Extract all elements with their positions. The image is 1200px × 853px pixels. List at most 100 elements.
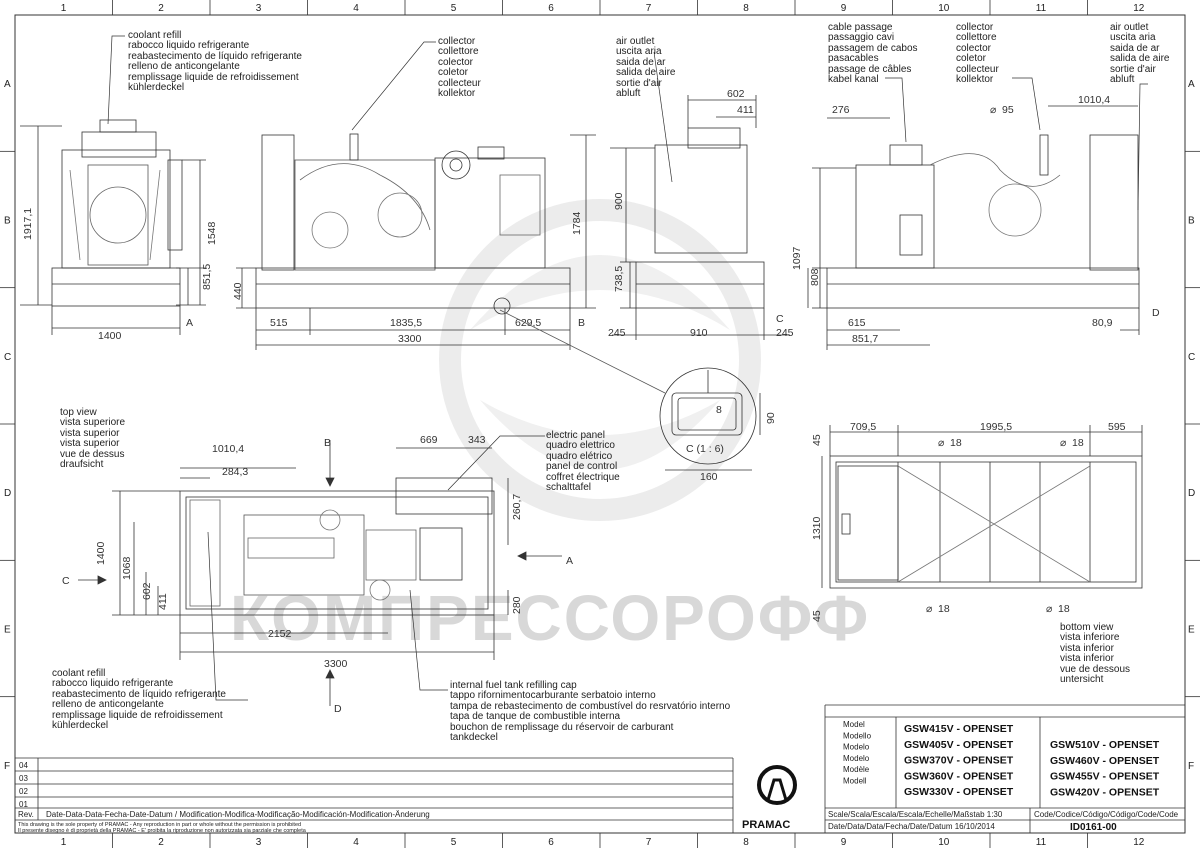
label-line: uscita aria xyxy=(1110,32,1156,44)
grid-row-left: C xyxy=(4,352,11,363)
dim-bottom-1995: 1995,5 xyxy=(980,421,1012,433)
pramac-logo xyxy=(757,765,797,805)
code-label: Code/Codice/Código/Código/Code/Code xyxy=(1034,810,1179,819)
label-line: passaggio cavi xyxy=(828,32,895,44)
grid-col-top: 11 xyxy=(1036,3,1047,14)
grid-row-right: A xyxy=(1188,79,1195,90)
label-line: quadro elétrico xyxy=(546,450,613,462)
dim-side-3300: 3300 xyxy=(398,333,422,345)
label-line: kollektor xyxy=(438,88,476,100)
label-line: vue de dessus xyxy=(60,448,125,460)
dim-top-280: 280 xyxy=(511,596,523,614)
label-line: collector xyxy=(956,22,994,33)
label-line: kollektor xyxy=(956,74,994,86)
model-label: Modello xyxy=(843,731,872,740)
dim-top-602: 602 xyxy=(141,582,153,600)
dim-detail-8: 8 xyxy=(716,404,722,416)
label-line: quadro elettrico xyxy=(546,440,615,452)
front-view-drawing xyxy=(20,119,206,335)
grid-col-top: 6 xyxy=(548,3,554,14)
dim-end-738: 738,5 xyxy=(613,266,625,292)
svg-text:18: 18 xyxy=(938,603,950,615)
grid-row-right: B xyxy=(1188,216,1195,227)
bottom-view-drawing xyxy=(821,425,1143,589)
grid-col-bottom: 5 xyxy=(451,837,457,848)
grid-col-top: 12 xyxy=(1133,3,1145,14)
watermark-logo xyxy=(439,199,761,521)
dim-end-602: 602 xyxy=(727,88,745,100)
label-line: rabocco liquido refrigerante xyxy=(52,678,174,690)
dim-top-1400: 1400 xyxy=(95,541,107,565)
svg-text:⌀: ⌀ xyxy=(1046,603,1053,615)
svg-text:18: 18 xyxy=(1058,603,1070,615)
pramac-brand: PRAMAC xyxy=(742,819,790,831)
label-line: sortie d'air xyxy=(1110,63,1156,75)
end-view-drawing xyxy=(610,95,790,340)
label-line: tampa de rebastecimento de combustível d… xyxy=(450,700,731,712)
label-line: schalttafel xyxy=(546,482,592,494)
svg-text:⌀: ⌀ xyxy=(1060,437,1067,449)
label-line: kühlerdeckel xyxy=(52,720,109,732)
dim-bottom-709: 709,5 xyxy=(850,421,876,433)
svg-text:⌀: ⌀ xyxy=(926,603,933,615)
dim-end-245b: 245 xyxy=(776,327,794,339)
svg-text:⌀: ⌀ xyxy=(938,437,945,449)
view-marker-b: B xyxy=(578,317,585,329)
grid-col-bottom: 2 xyxy=(158,837,164,848)
label-line: vista superior xyxy=(60,427,120,439)
revision-number: 04 xyxy=(19,761,28,770)
grid-col-top: 5 xyxy=(451,3,457,14)
title-block-frame xyxy=(15,704,1185,833)
grid-row-right: C xyxy=(1188,352,1195,363)
dim-front-width: 1400 xyxy=(98,330,122,342)
view-marker-c-top: C xyxy=(62,575,70,587)
dim-top-411: 411 xyxy=(157,593,169,610)
label-line: vista superiore xyxy=(60,417,126,429)
label-line: collecteur xyxy=(438,77,481,89)
label-line: uscita aria xyxy=(616,46,662,58)
grid-col-bottom: 7 xyxy=(646,837,652,848)
grid-row-right: F xyxy=(1188,761,1194,772)
revision-number: 02 xyxy=(19,787,28,796)
date-label: Date/Data/Data/Fecha/Date/Datum 16/10/20… xyxy=(828,822,995,831)
label-line: salida de aire xyxy=(616,67,676,79)
model-name: GSW330V - OPENSET xyxy=(904,786,1014,798)
label-line: remplissage liquide de refroidissement xyxy=(52,709,223,721)
grid-col-bottom: 9 xyxy=(841,837,847,848)
model-name: GSW370V - OPENSET xyxy=(904,755,1014,767)
label-line: remplissage liquide de refroidissement xyxy=(128,71,299,83)
label-line: coolant refill xyxy=(128,30,182,41)
dim-top-1010: 1010,4 xyxy=(212,443,244,455)
scale-label: Scale/Scala/Escala/Escala/Echelle/Maßsta… xyxy=(828,810,1003,819)
grid-row-right: E xyxy=(1188,625,1195,636)
grid-row-left: A xyxy=(4,79,11,90)
grid-col-top: 3 xyxy=(256,3,262,14)
label-line: kühlerdeckel xyxy=(128,82,185,94)
label-line: top view xyxy=(60,407,97,418)
label-line: reabastecimento de líquido refrigerante xyxy=(128,50,302,62)
label-line: tapa de tanque de combustible interna xyxy=(450,711,621,723)
dim-front-1548: 1548 xyxy=(206,221,218,245)
dim-front-851: 851,5 xyxy=(201,264,213,290)
hole-callouts: ⌀18 ⌀18 ⌀18 ⌀18 xyxy=(926,437,1084,615)
view-arrows xyxy=(78,440,562,706)
label-line: tankdeckel xyxy=(450,732,498,744)
label-line: coffret électrique xyxy=(546,471,620,483)
label-line: abluft xyxy=(616,88,641,100)
label-line: collettore xyxy=(956,32,997,44)
dim-rear-808: 808 xyxy=(809,268,821,286)
grid-col-top: 9 xyxy=(841,3,847,14)
dim-top-3300: 3300 xyxy=(324,658,348,670)
dim-top-260: 260,7 xyxy=(511,494,523,520)
grid-col-bottom: 4 xyxy=(353,837,359,848)
legal-notice-2: Il presente disegno è di proprietà della… xyxy=(18,828,307,834)
dim-side-1835: 1835,5 xyxy=(390,317,422,329)
view-marker-a: A xyxy=(186,317,193,329)
